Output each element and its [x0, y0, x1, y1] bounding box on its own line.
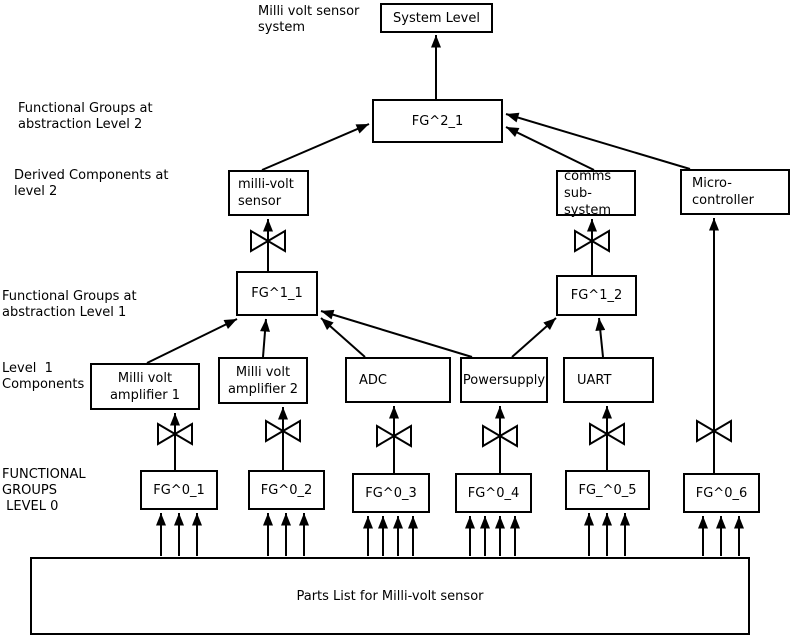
- node-microcontroller: Micro- controller: [680, 169, 790, 215]
- arrow-amp1-to-fg11: [146, 318, 238, 364]
- arrow-sensor-to-fg2: [261, 123, 370, 171]
- bowtie-connector-icon: [250, 229, 286, 253]
- arrow-micro-to-fg2: [505, 112, 691, 170]
- annotation-level1-groups: Functional Groups at abstraction Level 1: [2, 289, 137, 320]
- bowtie-connector-icon: [482, 424, 518, 448]
- arrow-comms-to-fg2: [505, 126, 595, 171]
- bowtie-connector-icon: [376, 424, 412, 448]
- node-fg0-4: FG^0_4: [455, 473, 532, 513]
- node-fg0-5: FG_^0_5: [565, 470, 650, 510]
- node-fg0-6: FG^0_6: [683, 473, 760, 513]
- annotation-level2-derived: Derived Components at level 2: [14, 168, 169, 199]
- arrow-amp2-to-fg11: [260, 318, 271, 358]
- node-fg0-3: FG^0_3: [352, 473, 430, 513]
- annotation-system-title: Milli volt sensor system: [258, 4, 360, 35]
- node-uart: UART: [563, 357, 654, 403]
- annotation-level2-groups: Functional Groups at abstraction Level 2: [18, 101, 153, 132]
- bowtie-connector-icon: [696, 419, 732, 443]
- arrows: [146, 35, 744, 556]
- node-fg0-2: FG^0_2: [248, 470, 325, 510]
- node-powersupply: Powersupply: [460, 357, 548, 403]
- arrow-powersupply-to-fg12: [511, 317, 557, 358]
- arrow-powersupply-to-fg11: [320, 309, 473, 358]
- node-millivolt-amplifier-2: Milli volt amplifier 2: [218, 357, 308, 404]
- node-fg1-2: FG^1_2: [556, 275, 637, 316]
- node-adc: ADC: [345, 357, 451, 403]
- node-parts-list: Parts List for Milli-volt sensor: [30, 557, 750, 635]
- arrow-adc-to-fg11: [320, 317, 366, 358]
- bowtie-connector-icon: [589, 422, 625, 446]
- node-millivolt-sensor: milli-volt sensor: [228, 170, 309, 216]
- annotation-level0-groups: FUNCTIONAL GROUPS LEVEL 0: [2, 467, 86, 514]
- node-system-level: System Level: [380, 3, 493, 33]
- node-fg0-1: FG^0_1: [140, 470, 218, 510]
- node-fg1-1: FG^1_1: [236, 271, 318, 316]
- node-fg2-1: FG^2_1: [372, 99, 503, 143]
- bowtie-connectors: [157, 229, 732, 448]
- bowtie-connector-icon: [574, 229, 610, 253]
- annotation-level1-components: Level 1 Components: [2, 361, 85, 392]
- node-millivolt-amplifier-1: Milli volt amplifier 1: [90, 363, 200, 410]
- bowtie-connector-icon: [157, 422, 193, 446]
- bowtie-connector-icon: [265, 419, 301, 443]
- arrow-uart-to-fg12: [595, 317, 606, 358]
- node-comms-subsystem: comms sub-system: [556, 169, 636, 218]
